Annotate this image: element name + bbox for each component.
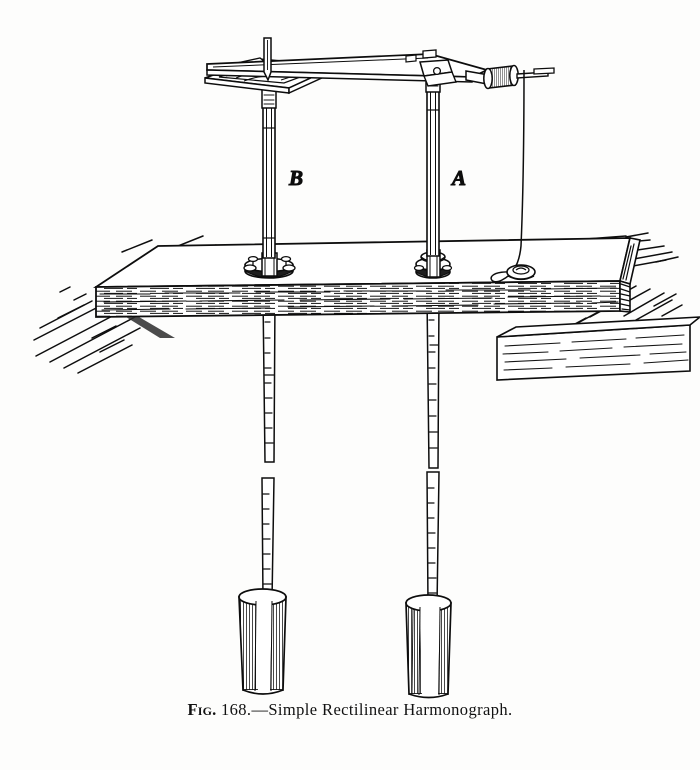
label-a: A bbox=[450, 166, 466, 190]
caption-fig-word: Fig. bbox=[187, 700, 217, 719]
pendulum-rod-a-lower bbox=[426, 295, 440, 607]
caption-title: Simple Rectilinear Harmonograph. bbox=[268, 700, 513, 719]
shelf-block-right bbox=[496, 316, 700, 381]
harmonograph-drawing: B A bbox=[33, 37, 700, 699]
gimbal-mount-b bbox=[243, 252, 296, 279]
table-board bbox=[92, 237, 641, 338]
bob-weight-b bbox=[238, 588, 287, 695]
caption-dash: — bbox=[251, 700, 269, 719]
pendulum-rod-b bbox=[261, 87, 277, 259]
screw-eye bbox=[506, 264, 536, 281]
pen-point bbox=[263, 37, 272, 82]
pendulum-rod-a bbox=[425, 69, 441, 257]
bob-weight-a bbox=[405, 594, 452, 699]
figure-illustration: B A bbox=[33, 37, 700, 699]
figure-caption: Fig. 168.—Simple Rectilinear Harmonograp… bbox=[0, 700, 700, 720]
pendulum-rod-b-lower bbox=[261, 295, 276, 601]
counterweight-cylinder bbox=[483, 64, 555, 90]
caption-number: 168. bbox=[216, 700, 252, 719]
label-b: B bbox=[288, 166, 303, 190]
pen-arm bbox=[206, 49, 490, 87]
